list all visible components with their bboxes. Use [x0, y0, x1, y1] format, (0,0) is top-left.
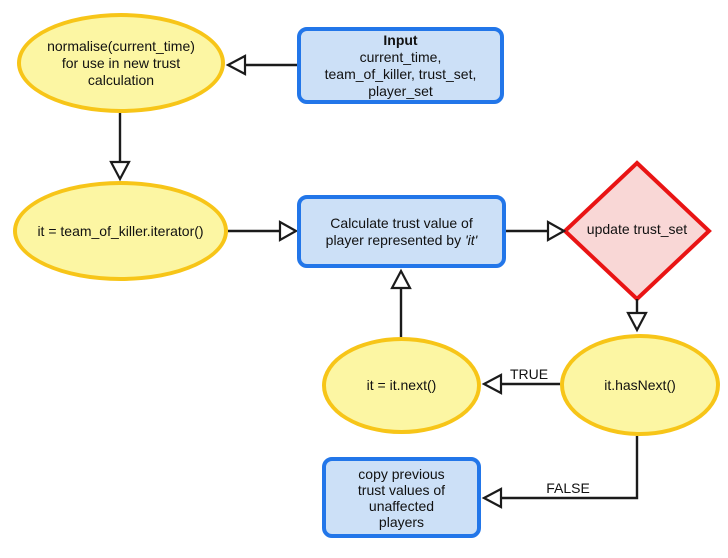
node-normalise-line: normalise(current_time): [47, 37, 195, 54]
node-itnext-label: it = it.next(): [366, 377, 437, 393]
node-iterator-label: it = team_of_killer.iterator(): [37, 222, 204, 239]
node-normalise-line: for use in new trust: [61, 54, 181, 71]
edge-input-to-normalise: [225, 54, 297, 76]
node-calculate-line1: Calculate trust value of: [330, 214, 473, 231]
edge-calculate-to-update: [506, 220, 567, 242]
node-input-line: current_time,: [359, 48, 442, 65]
node-normalise-line: calculation: [87, 71, 155, 88]
edge-update-to-hasnext: [626, 299, 648, 333]
node-calculate-box: Calculate trust value of player represen…: [297, 195, 506, 268]
edge-label-true: TRUE: [509, 366, 549, 382]
node-update-trust-label: update trust_set: [586, 221, 688, 237]
node-copy-line: trust values of: [357, 481, 446, 498]
node-input-line: team_of_killer, trust_set,: [324, 65, 477, 82]
node-input-title: Input: [383, 31, 418, 48]
node-normalise-ellipse: normalise(current_time) for use in new t…: [17, 13, 225, 113]
edge-hasnext-to-itnext: [481, 373, 560, 395]
edge-label-false: FALSE: [546, 480, 590, 496]
edge-normalise-to-iterator: [109, 113, 131, 182]
node-copy-line: copy previous: [358, 465, 445, 482]
node-input-box: Input current_time, team_of_killer, trus…: [297, 27, 504, 104]
node-input-line: player_set: [368, 82, 433, 99]
edge-iterator-to-calculate: [228, 220, 299, 242]
node-copy-line: unaffected: [368, 497, 435, 514]
edge-itnext-to-calculate: [390, 268, 412, 337]
node-copy-line: players: [378, 513, 425, 530]
edge-hasnext-to-copy: [481, 436, 639, 509]
node-iterator-ellipse: it = team_of_killer.iterator(): [13, 181, 228, 281]
node-copy-box: copy previous trust values of unaffected…: [322, 457, 481, 538]
node-calculate-line2: player represented by 'it': [325, 231, 478, 248]
node-hasnext-ellipse: it.hasNext(): [560, 334, 720, 436]
node-itnext-ellipse: it = it.next(): [322, 337, 481, 434]
node-hasnext-label: it.hasNext(): [604, 376, 676, 393]
